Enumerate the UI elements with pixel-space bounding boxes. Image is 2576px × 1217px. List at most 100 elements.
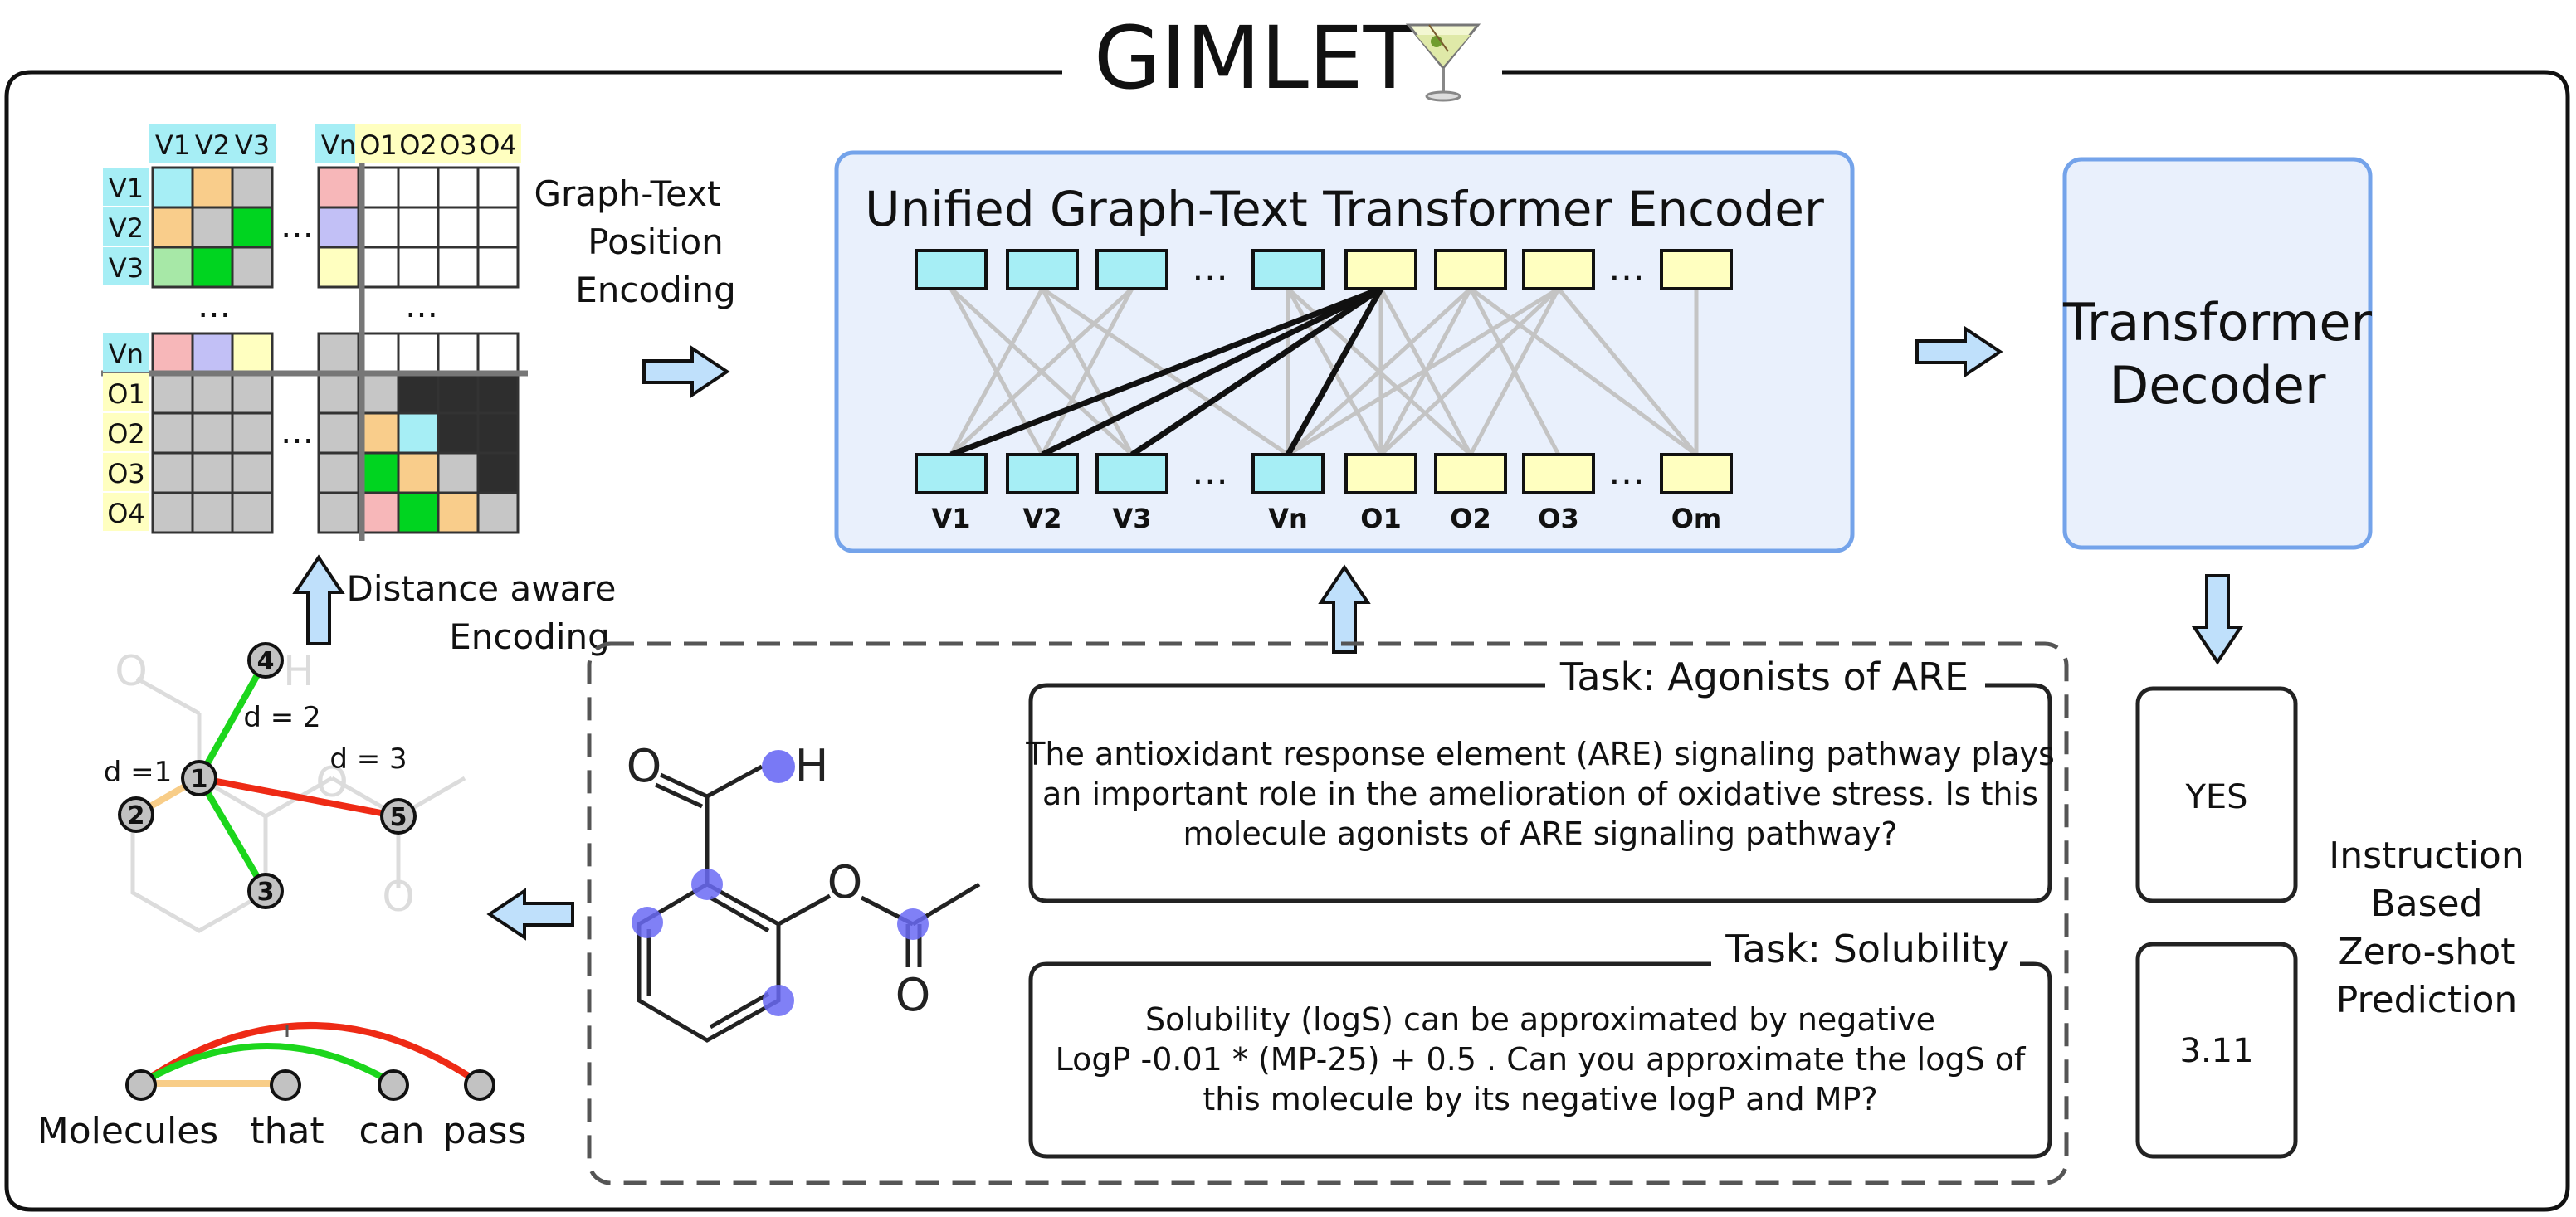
matrix-ellipsis-top-right: …	[405, 287, 438, 325]
row-label-o3-bg	[103, 453, 149, 491]
token-can: can	[359, 1110, 424, 1152]
task-solubility: Task: Solubility Solubility (logS) can b…	[1028, 927, 2052, 1159]
graph-node-label-1: 1	[191, 765, 208, 794]
matrix-cell	[397, 411, 440, 455]
encoder-connection	[1286, 286, 1560, 457]
ghost-atom-h: H	[283, 647, 315, 695]
col-label-o2: O2	[399, 129, 437, 161]
matrix-cell	[397, 451, 440, 494]
encoder-attention-line	[949, 285, 1383, 458]
text-token-node-3	[378, 1069, 409, 1101]
matrix-cell	[231, 246, 274, 289]
martini-glass-icon	[1405, 23, 1481, 102]
matrix-cell	[151, 206, 194, 249]
distance-label-1: d =1	[104, 756, 173, 789]
encoder-ellipsis-top-right: …	[1608, 247, 1645, 290]
matrix-cell	[476, 166, 520, 209]
col-label-v3-bg	[229, 124, 276, 163]
decoder-title-line-1: Transformer	[2062, 292, 2373, 353]
task-agonists-line-2: an important role in the amelioration of…	[1042, 776, 2038, 812]
task-agonists-line-1: The antioxidant response element (ARE) s…	[1025, 736, 2055, 772]
encoder-bottom-token	[1522, 453, 1595, 494]
matrix-cell	[231, 451, 274, 494]
answer-box-solubility	[2135, 942, 2298, 1159]
matrix-cell	[191, 246, 234, 289]
matrix-cell	[151, 332, 194, 375]
col-label-v1-bg	[149, 124, 196, 163]
graph-node-label-2: 2	[128, 801, 145, 830]
encoder-token-label: O2	[1450, 503, 1490, 534]
row-label-o4: O4	[107, 498, 145, 529]
arc-red	[139, 1022, 482, 1087]
arc-green	[139, 1043, 396, 1087]
arrow-to-encoder	[642, 345, 730, 398]
encoder-title: Unified Graph-Text Transformer Encoder	[865, 181, 1824, 237]
col-label-v2-bg	[189, 124, 236, 163]
matrix-cell	[317, 451, 360, 494]
gtpe-line-2: Position	[588, 221, 724, 262]
graph-text-position-encoding-label: Graph-Text Position Encoding	[534, 173, 735, 310]
page-title: GIMLET	[1094, 7, 1417, 109]
encoder-bottom-token	[915, 453, 988, 494]
arrow-to-encoder-from-input	[1318, 564, 1371, 654]
edge-1-4	[196, 659, 269, 780]
encoder-ellipsis-bottom-right: …	[1608, 451, 1645, 494]
gtpe-line-1: Graph-Text	[534, 173, 720, 214]
molecule-atom-h: H	[795, 740, 829, 792]
encoder-ellipsis-top-left: …	[1192, 247, 1228, 290]
highlight-atom-3	[763, 985, 794, 1016]
graph-node-4	[247, 642, 284, 679]
encoder-token-label: O1	[1360, 503, 1401, 534]
matrix-cell	[317, 246, 360, 289]
encoder-top-token	[1434, 249, 1507, 290]
matrix-cell	[317, 206, 360, 249]
highlight-atom-2	[632, 907, 663, 938]
matrix-cell	[476, 372, 520, 415]
row-label-o2-bg	[103, 413, 149, 451]
token-that: that	[250, 1110, 324, 1152]
matrix-ellipsis-mid-bottom: …	[281, 413, 314, 451]
encoder-token-label: V2	[1022, 503, 1061, 534]
row-label-v3-bg	[103, 247, 149, 285]
graph-node-5	[380, 798, 417, 835]
matrix-cell	[191, 166, 234, 209]
row-label-vn-bg	[103, 333, 149, 372]
encoder-attention-line	[1130, 286, 1383, 457]
edge-1-3	[196, 776, 269, 893]
outer-frame	[4, 70, 2570, 1212]
col-label-vn-bg	[315, 124, 362, 163]
col-label-o4-bg	[475, 124, 521, 163]
matrix-cell	[151, 411, 194, 455]
edge-1-5	[198, 775, 399, 820]
matrix-cell	[437, 166, 480, 209]
encoder-connection	[1379, 287, 1560, 456]
matrix-cell	[317, 411, 360, 455]
matrix-cell	[317, 332, 360, 375]
matrix-cell	[151, 372, 194, 415]
matrix-cell	[357, 246, 400, 289]
task-solubility-line-2: LogP -0.01 * (MP-25) + 0.5 . Can you app…	[1056, 1041, 2027, 1078]
graph-node-3	[247, 873, 284, 909]
task-agonists-title-bg	[1545, 664, 1985, 705]
encoder-token-label: V1	[931, 503, 970, 534]
prediction-line-1: Instruction	[2329, 835, 2525, 877]
col-label-o2-bg	[395, 124, 442, 163]
row-label-v2-bg	[103, 207, 149, 246]
matrix-cell	[317, 372, 360, 415]
encoder-bottom-token	[1344, 453, 1417, 494]
prediction-line-2: Based	[2370, 883, 2482, 925]
molecule-atom-o-carbonyl: O	[627, 740, 662, 792]
arrow-to-matrix	[292, 554, 345, 645]
text-token-node-1	[125, 1069, 157, 1101]
ghost-atom-o-bottom: O	[382, 873, 414, 921]
row-label-o1: O1	[107, 378, 145, 410]
graph-node-1	[181, 760, 217, 796]
matrix-cell	[476, 451, 520, 494]
gtpe-line-3: Encoding	[575, 270, 736, 310]
task-agonists-title: Task: Agonists of ARE	[1559, 655, 1969, 699]
text-token-node-4	[464, 1069, 495, 1101]
text-token-nodes	[125, 1069, 495, 1101]
